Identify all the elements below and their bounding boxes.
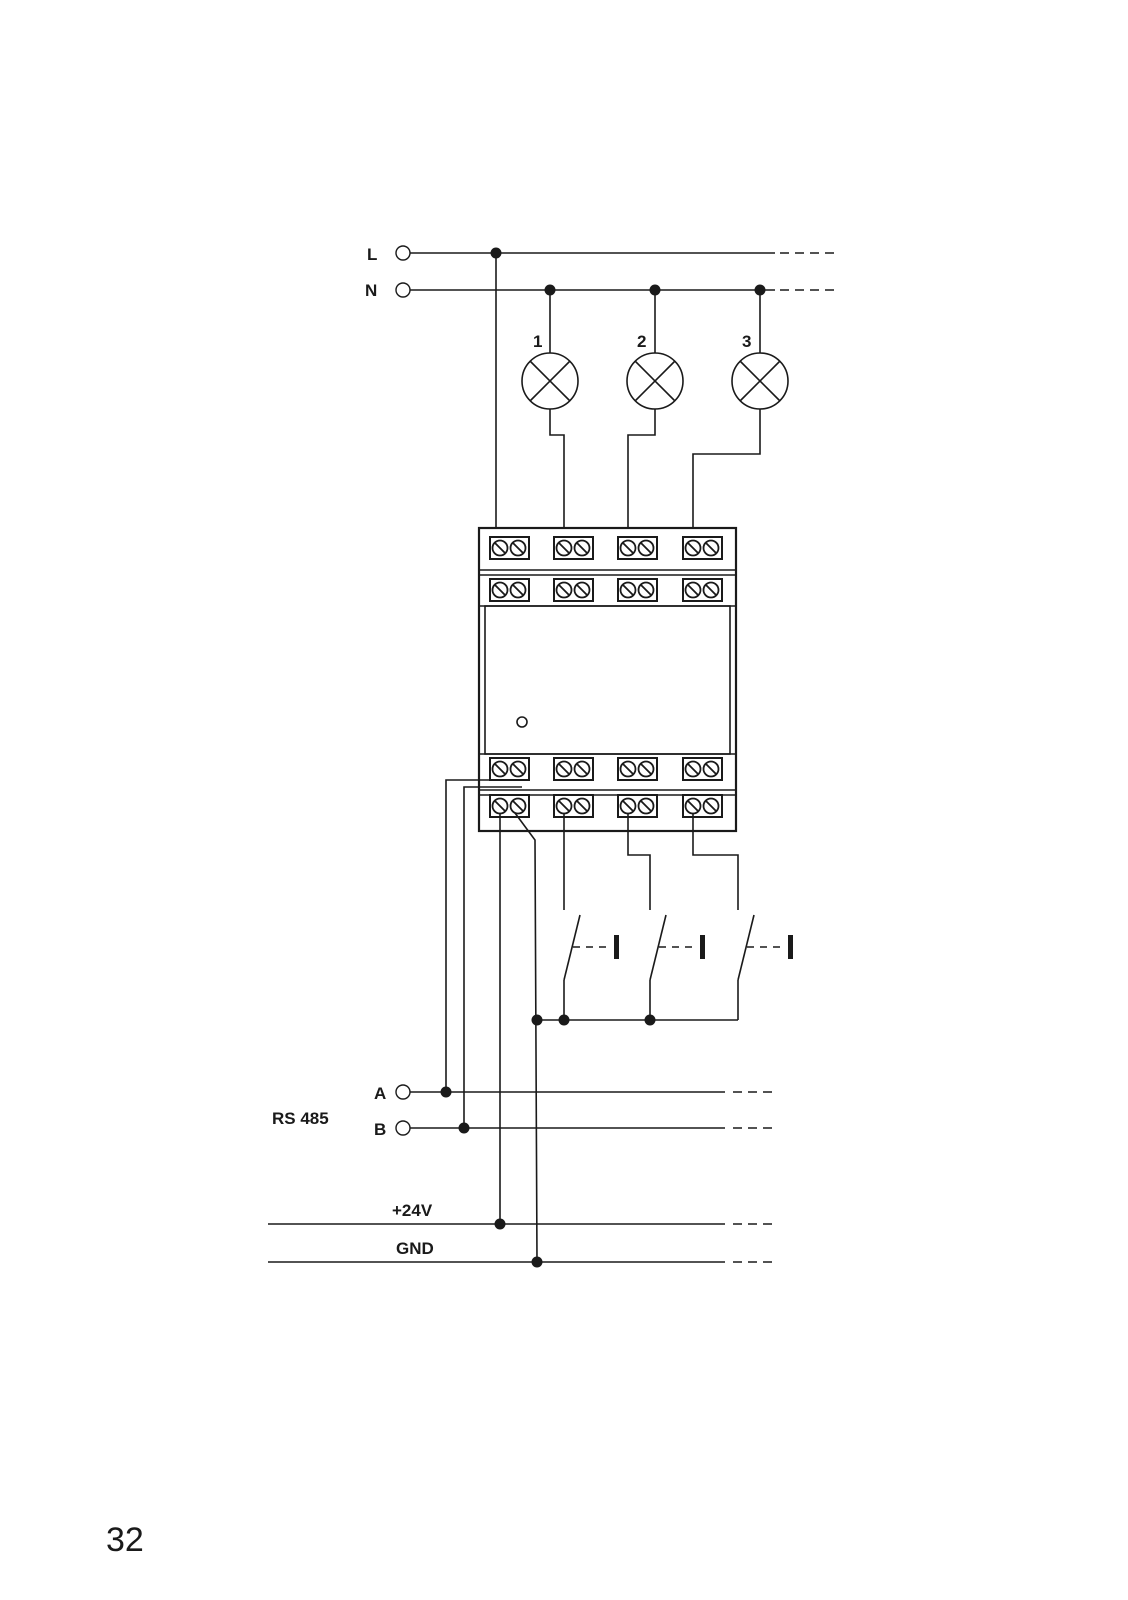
screw-terminal-r3-c1	[490, 758, 529, 780]
mains-lines: L N	[365, 245, 838, 300]
lamp-label-3: 3	[742, 332, 751, 351]
screw-terminal-r2-c1	[490, 579, 529, 601]
screw-terminal-r4-c3	[618, 795, 657, 817]
screw-terminal-r2-c3	[618, 579, 657, 601]
screw-terminal-r3-c3	[618, 758, 657, 780]
line-label-24v: +24V	[392, 1201, 433, 1220]
lower-wiring	[446, 780, 793, 1262]
line-label-B: B	[374, 1120, 386, 1139]
line-label-A: A	[374, 1084, 386, 1103]
junction-gnd	[532, 1257, 543, 1268]
lamp-1: 1	[522, 290, 578, 548]
line-label-N: N	[365, 281, 377, 300]
screw-terminal-r1-c4	[683, 537, 722, 559]
lamp-label-1: 1	[533, 332, 542, 351]
terminal-L	[396, 246, 410, 260]
junction-common-2	[645, 1015, 656, 1026]
screw-terminal-r3-c2	[554, 758, 593, 780]
junction-B	[459, 1123, 470, 1134]
screw-terminal-r1-c1	[490, 537, 529, 559]
rs485-bus: RS 485 A B	[272, 1084, 778, 1139]
bus-label: RS 485	[272, 1109, 329, 1128]
junction-common-gnd	[532, 1015, 543, 1026]
screw-terminal-r4-c2	[554, 795, 593, 817]
line-label-gnd: GND	[396, 1239, 434, 1258]
screw-terminal-r2-c4	[683, 579, 722, 601]
switch-1	[564, 915, 619, 1020]
page-number: 32	[106, 1521, 144, 1560]
screw-terminal-r1-c2	[554, 537, 593, 559]
terminal-B	[396, 1121, 410, 1135]
junction-24v	[495, 1219, 506, 1230]
screw-terminal-r2-c2	[554, 579, 593, 601]
terminal-N	[396, 283, 410, 297]
terminal-A	[396, 1085, 410, 1099]
screw-terminal-r3-c4	[683, 758, 722, 780]
relay-module	[479, 528, 736, 831]
power-supply: +24V GND	[268, 1201, 778, 1268]
switch-2	[650, 915, 705, 1020]
screw-terminal-r4-c4	[683, 795, 722, 817]
lamp-label-2: 2	[637, 332, 646, 351]
lamp-2: 2	[627, 290, 683, 548]
screw-terminal-r1-c3	[618, 537, 657, 559]
screw-terminal-r4-c1	[490, 795, 529, 817]
junction-common-1	[559, 1015, 570, 1026]
switch-3	[738, 915, 793, 1020]
junction-A	[441, 1087, 452, 1098]
lamp-3: 3	[693, 290, 788, 548]
line-label-L: L	[367, 245, 377, 264]
